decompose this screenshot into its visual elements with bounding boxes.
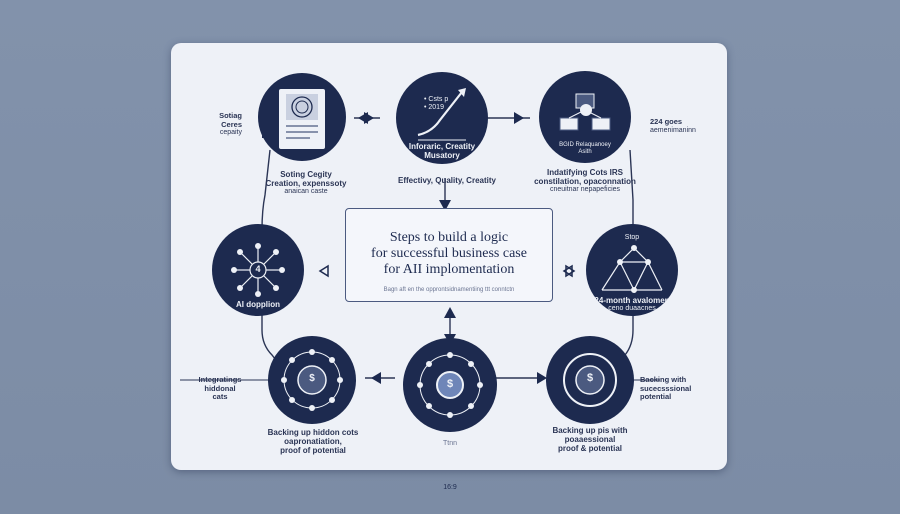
label-top-left: Soting Cegity Creation, expenssoty anaic…	[265, 170, 347, 196]
title-line-2: for successful business case	[371, 246, 527, 261]
node-top-mid-inner: • Csts p • 2019	[424, 96, 449, 112]
node-top-right	[539, 71, 631, 163]
side-label-top-left: Sotiag Ceres cepaity	[219, 111, 242, 137]
label-bot-left: Backing up hiddon cots oapronatiation, p…	[267, 428, 359, 456]
fingerprint-icon	[291, 96, 313, 118]
network-icon	[236, 248, 280, 292]
arrow-right-icon	[514, 112, 524, 124]
trend-up-icon	[417, 91, 463, 137]
arrow-down-icon	[439, 200, 451, 211]
arrow-left-icon	[371, 372, 381, 384]
side-label-top-right: 224 goes aemenimaninn	[650, 117, 696, 134]
node-top-left	[258, 73, 346, 161]
node-mid-left	[212, 224, 304, 316]
title-line-3: for AII implomentation	[383, 262, 515, 277]
arrow-up-icon	[444, 307, 456, 318]
aspect-ratio-label: 16:9	[443, 484, 457, 491]
center-title-box: Steps to build a logic for successful bu…	[345, 208, 553, 302]
dollar-icon: $	[446, 378, 454, 390]
label-bot-mid: Ttnn	[442, 440, 457, 447]
arrow-left-icon	[358, 112, 368, 124]
dollar-icon: $	[586, 372, 594, 384]
node-bot-left	[268, 336, 356, 424]
node-bot-right	[546, 336, 634, 424]
label-top-right: Indatifying Cots IRS constilation, opaco…	[534, 168, 636, 194]
arrow-right-icon	[537, 372, 547, 384]
node-top-right-inner: BGID Relaquanoey Asith	[559, 142, 611, 155]
node-mid-right	[586, 224, 678, 316]
arrow-left-icon	[318, 264, 329, 278]
label-mid-left: AI dopplion	[236, 300, 280, 309]
node-bot-mid	[403, 338, 497, 432]
node-mid-right-top-label: Stop	[624, 234, 640, 241]
side-label-bot-left: Integratings hiddonal cats	[198, 375, 242, 402]
label-top-mid-inner: Inforaric, Creatity Musatory	[408, 142, 476, 161]
label-mid-right: 24-month avalomen ceno duaacnes	[594, 296, 670, 313]
arrow-left-icon	[565, 264, 576, 278]
label-top-mid: Effectivy, Quality, Creatity	[398, 176, 496, 185]
title-subtitle: Bagn aft en the opprontsidnamentiing ttt…	[383, 287, 515, 293]
title-line-1: Steps to build a logic	[389, 230, 509, 245]
side-label-bot-right: Backing with sucecsssional potential	[640, 375, 692, 402]
dollar-icon: $	[309, 373, 315, 384]
node-top-mid	[396, 72, 488, 164]
node-badge-4: 4	[255, 264, 261, 274]
label-bot-right: Backing up pis with poaaessional proof &…	[552, 426, 628, 454]
